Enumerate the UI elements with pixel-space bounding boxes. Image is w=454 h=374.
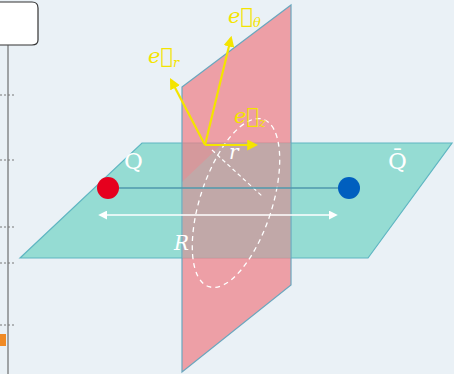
unit-vectors: [171, 38, 256, 145]
vector-label: e⃗θ: [228, 6, 261, 29]
charge-label: Q̄: [388, 150, 407, 173]
charge-node: Q: [96, 150, 148, 202]
frame-corner: [0, 2, 38, 45]
charge-dot: [338, 177, 360, 199]
radius-label: r: [229, 142, 239, 162]
distance-arrow: [100, 214, 336, 216]
distance-label: R: [174, 233, 189, 253]
charge-dot: [97, 177, 119, 199]
vector-label: e⃗z: [234, 106, 266, 129]
horizontal-plane: [20, 143, 452, 258]
margin-mark: [0, 334, 6, 346]
grid-ticks: [0, 95, 16, 325]
charge-label: Q: [124, 150, 143, 173]
vector-label: e⃗r: [148, 46, 179, 69]
charge-axis: [119, 187, 338, 189]
charge-node: Q̄: [337, 150, 415, 202]
dashed-circle: [175, 108, 298, 298]
